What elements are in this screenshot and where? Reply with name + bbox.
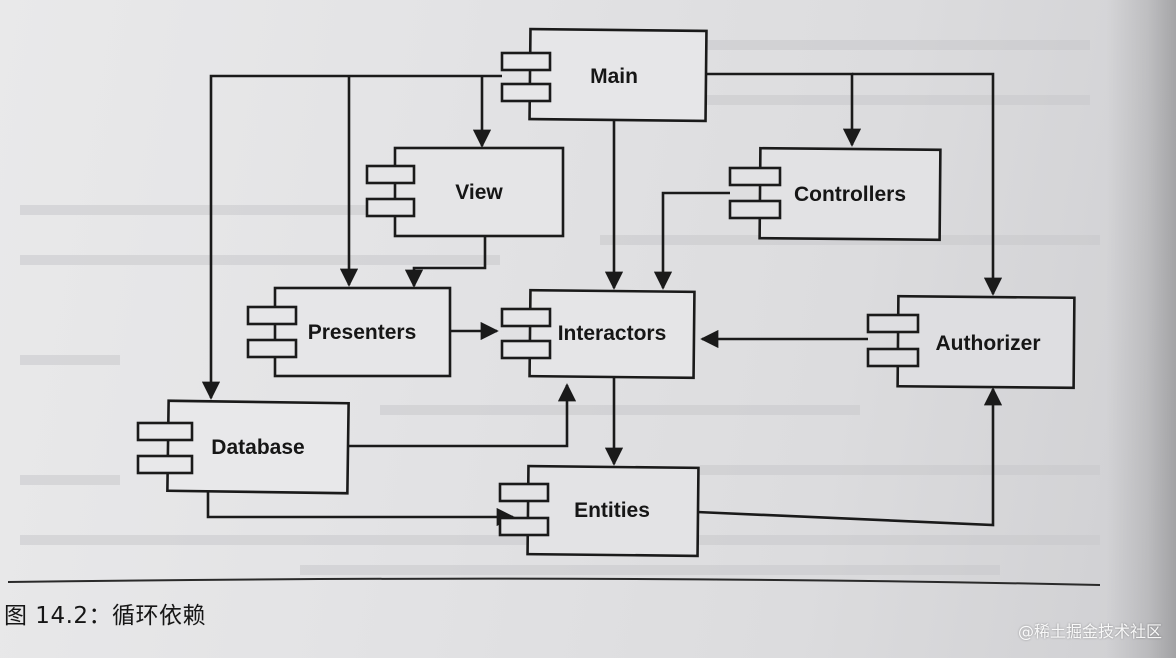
- component-tab-upper: [728, 166, 782, 187]
- component-tab-lower: [500, 339, 552, 360]
- component-main: Main: [500, 27, 708, 123]
- arrow-database-to-entities: [206, 492, 515, 527]
- arrow-database-to-interactors: [348, 383, 577, 448]
- component-tab-upper: [500, 307, 552, 328]
- entities-label: Entities: [574, 499, 650, 522]
- component-tab-lower: [866, 347, 920, 368]
- component-authorizer: Authorizer: [866, 294, 1076, 390]
- component-tab-upper: [246, 305, 298, 326]
- arrow-view-to-presenters: [404, 236, 487, 288]
- presenters-label: Presenters: [308, 321, 417, 344]
- main-label: Main: [590, 65, 638, 88]
- watermark: @稀土掘金技术社区: [1017, 622, 1162, 641]
- arrow-main-to-authorizer: [852, 72, 1003, 296]
- component-tab-upper: [365, 164, 416, 185]
- component-database: Database: [136, 399, 350, 495]
- component-view: View: [365, 146, 565, 238]
- view-label: View: [455, 181, 503, 204]
- component-tab-upper: [498, 482, 550, 503]
- component-presenters: Presenters: [246, 286, 452, 378]
- component-tab-lower: [498, 516, 550, 537]
- page-rule: [7, 577, 1101, 586]
- component-interactors: Interactors: [500, 288, 696, 380]
- component-tab-lower: [365, 197, 416, 218]
- component-controllers: Controllers: [728, 146, 942, 242]
- component-tab-lower: [500, 82, 552, 103]
- component-tab-upper: [136, 421, 194, 442]
- component-tab-lower: [246, 338, 298, 359]
- component-entities: Entities: [498, 464, 700, 558]
- component-tab-lower: [728, 199, 782, 220]
- component-tab-upper: [866, 313, 920, 334]
- page-spine-shadow: [1106, 0, 1176, 658]
- controllers-label: Controllers: [794, 183, 906, 206]
- database-label: Database: [211, 436, 304, 459]
- figure-caption: 图 14.2：循环依赖: [4, 603, 207, 629]
- arrow-controllers-to-interactors: [653, 191, 730, 290]
- interactors-label: Interactors: [558, 322, 667, 345]
- arrow-main-to-database: [201, 74, 502, 400]
- component-tab-upper: [500, 51, 552, 72]
- arrow-main-to-controllers: [706, 72, 862, 147]
- component-diagram: Main View Controllers Presenters: [7, 27, 1101, 586]
- component-tab-lower: [136, 454, 194, 475]
- arrow-entities-to-authorizer: [696, 387, 1003, 527]
- authorizer-label: Authorizer: [936, 332, 1041, 355]
